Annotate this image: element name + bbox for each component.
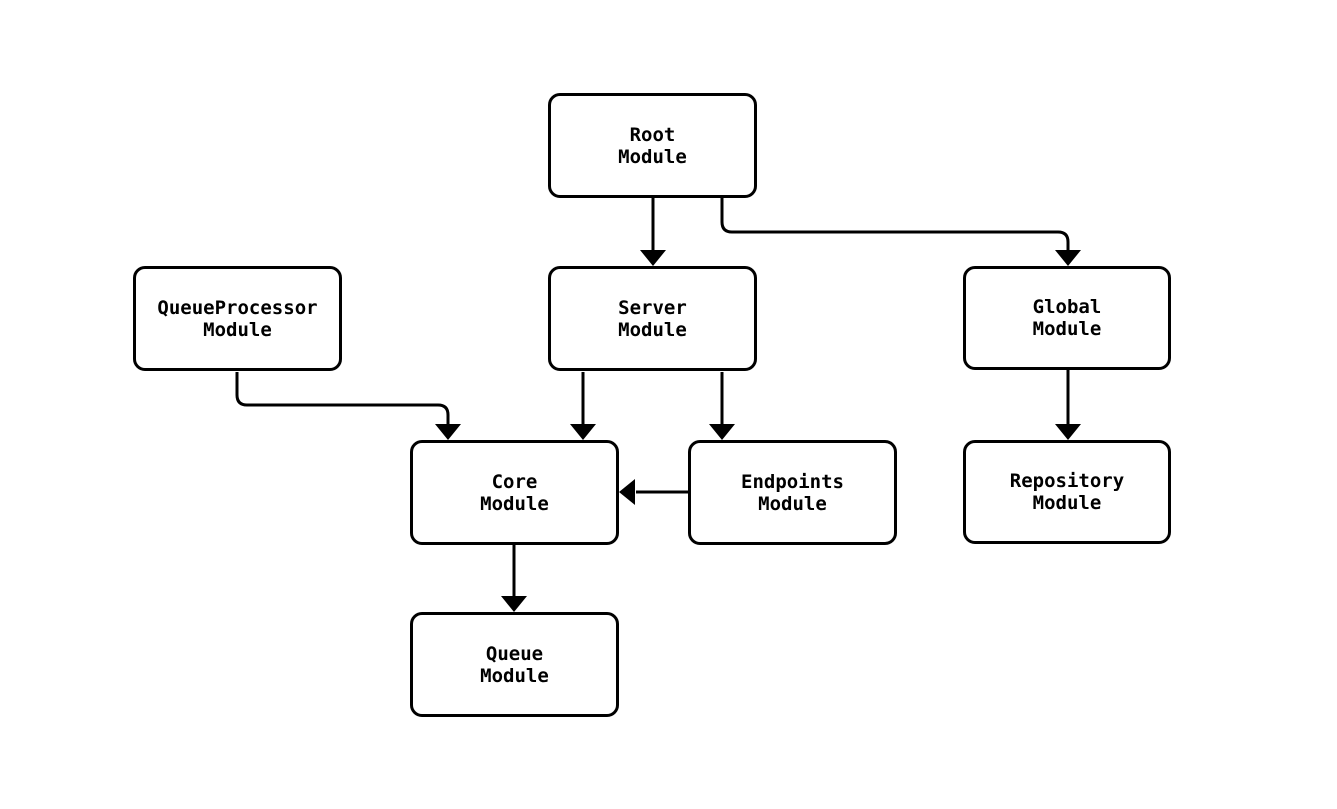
node-label-line1: Server — [618, 296, 687, 319]
node-repository-module: Repository Module — [963, 440, 1171, 544]
node-label-line1: Endpoints — [741, 470, 844, 493]
node-label-line1: Queue — [485, 642, 544, 665]
node-label-line2: Module — [758, 492, 827, 515]
node-queue-module: Queue Module — [410, 612, 619, 717]
node-core-module: Core Module — [410, 440, 619, 545]
arrowhead-core-queue — [501, 596, 527, 612]
node-server-module: Server Module — [548, 266, 757, 371]
edge-root-global — [720, 198, 1070, 251]
arrowhead-server-core — [570, 424, 596, 440]
node-global-module: Global Module — [963, 266, 1171, 370]
node-endpoints-module: Endpoints Module — [688, 440, 897, 545]
arrowhead-root-global — [1055, 250, 1081, 266]
edge-queueprocessor-core — [235, 372, 450, 425]
node-label-line2: Module — [618, 145, 687, 168]
arrowhead-root-server — [640, 250, 666, 266]
arrowhead-endpoints-core — [619, 479, 635, 505]
node-label-line2: Module — [1032, 318, 1102, 340]
node-queueprocessor-module: QueueProcessor Module — [133, 266, 342, 371]
node-label-line1: Core — [491, 470, 538, 493]
node-label-line2: Module — [618, 318, 687, 341]
node-label-line2: Module — [1032, 492, 1102, 514]
arrowhead-queueprocessor-core — [435, 424, 461, 440]
node-label-line2: Module — [480, 492, 549, 515]
node-label-line2: Module — [480, 664, 549, 687]
node-label-line2: Module — [203, 318, 272, 341]
arrowhead-global-repository — [1055, 424, 1081, 440]
node-label-line1: Root — [629, 123, 676, 146]
node-label-line1: Global — [1032, 296, 1102, 318]
node-root-module: Root Module — [548, 93, 757, 198]
arrowhead-server-endpoints — [709, 424, 735, 440]
node-label-line1: QueueProcessor — [157, 296, 318, 319]
node-label-line1: Repository — [1009, 470, 1125, 492]
